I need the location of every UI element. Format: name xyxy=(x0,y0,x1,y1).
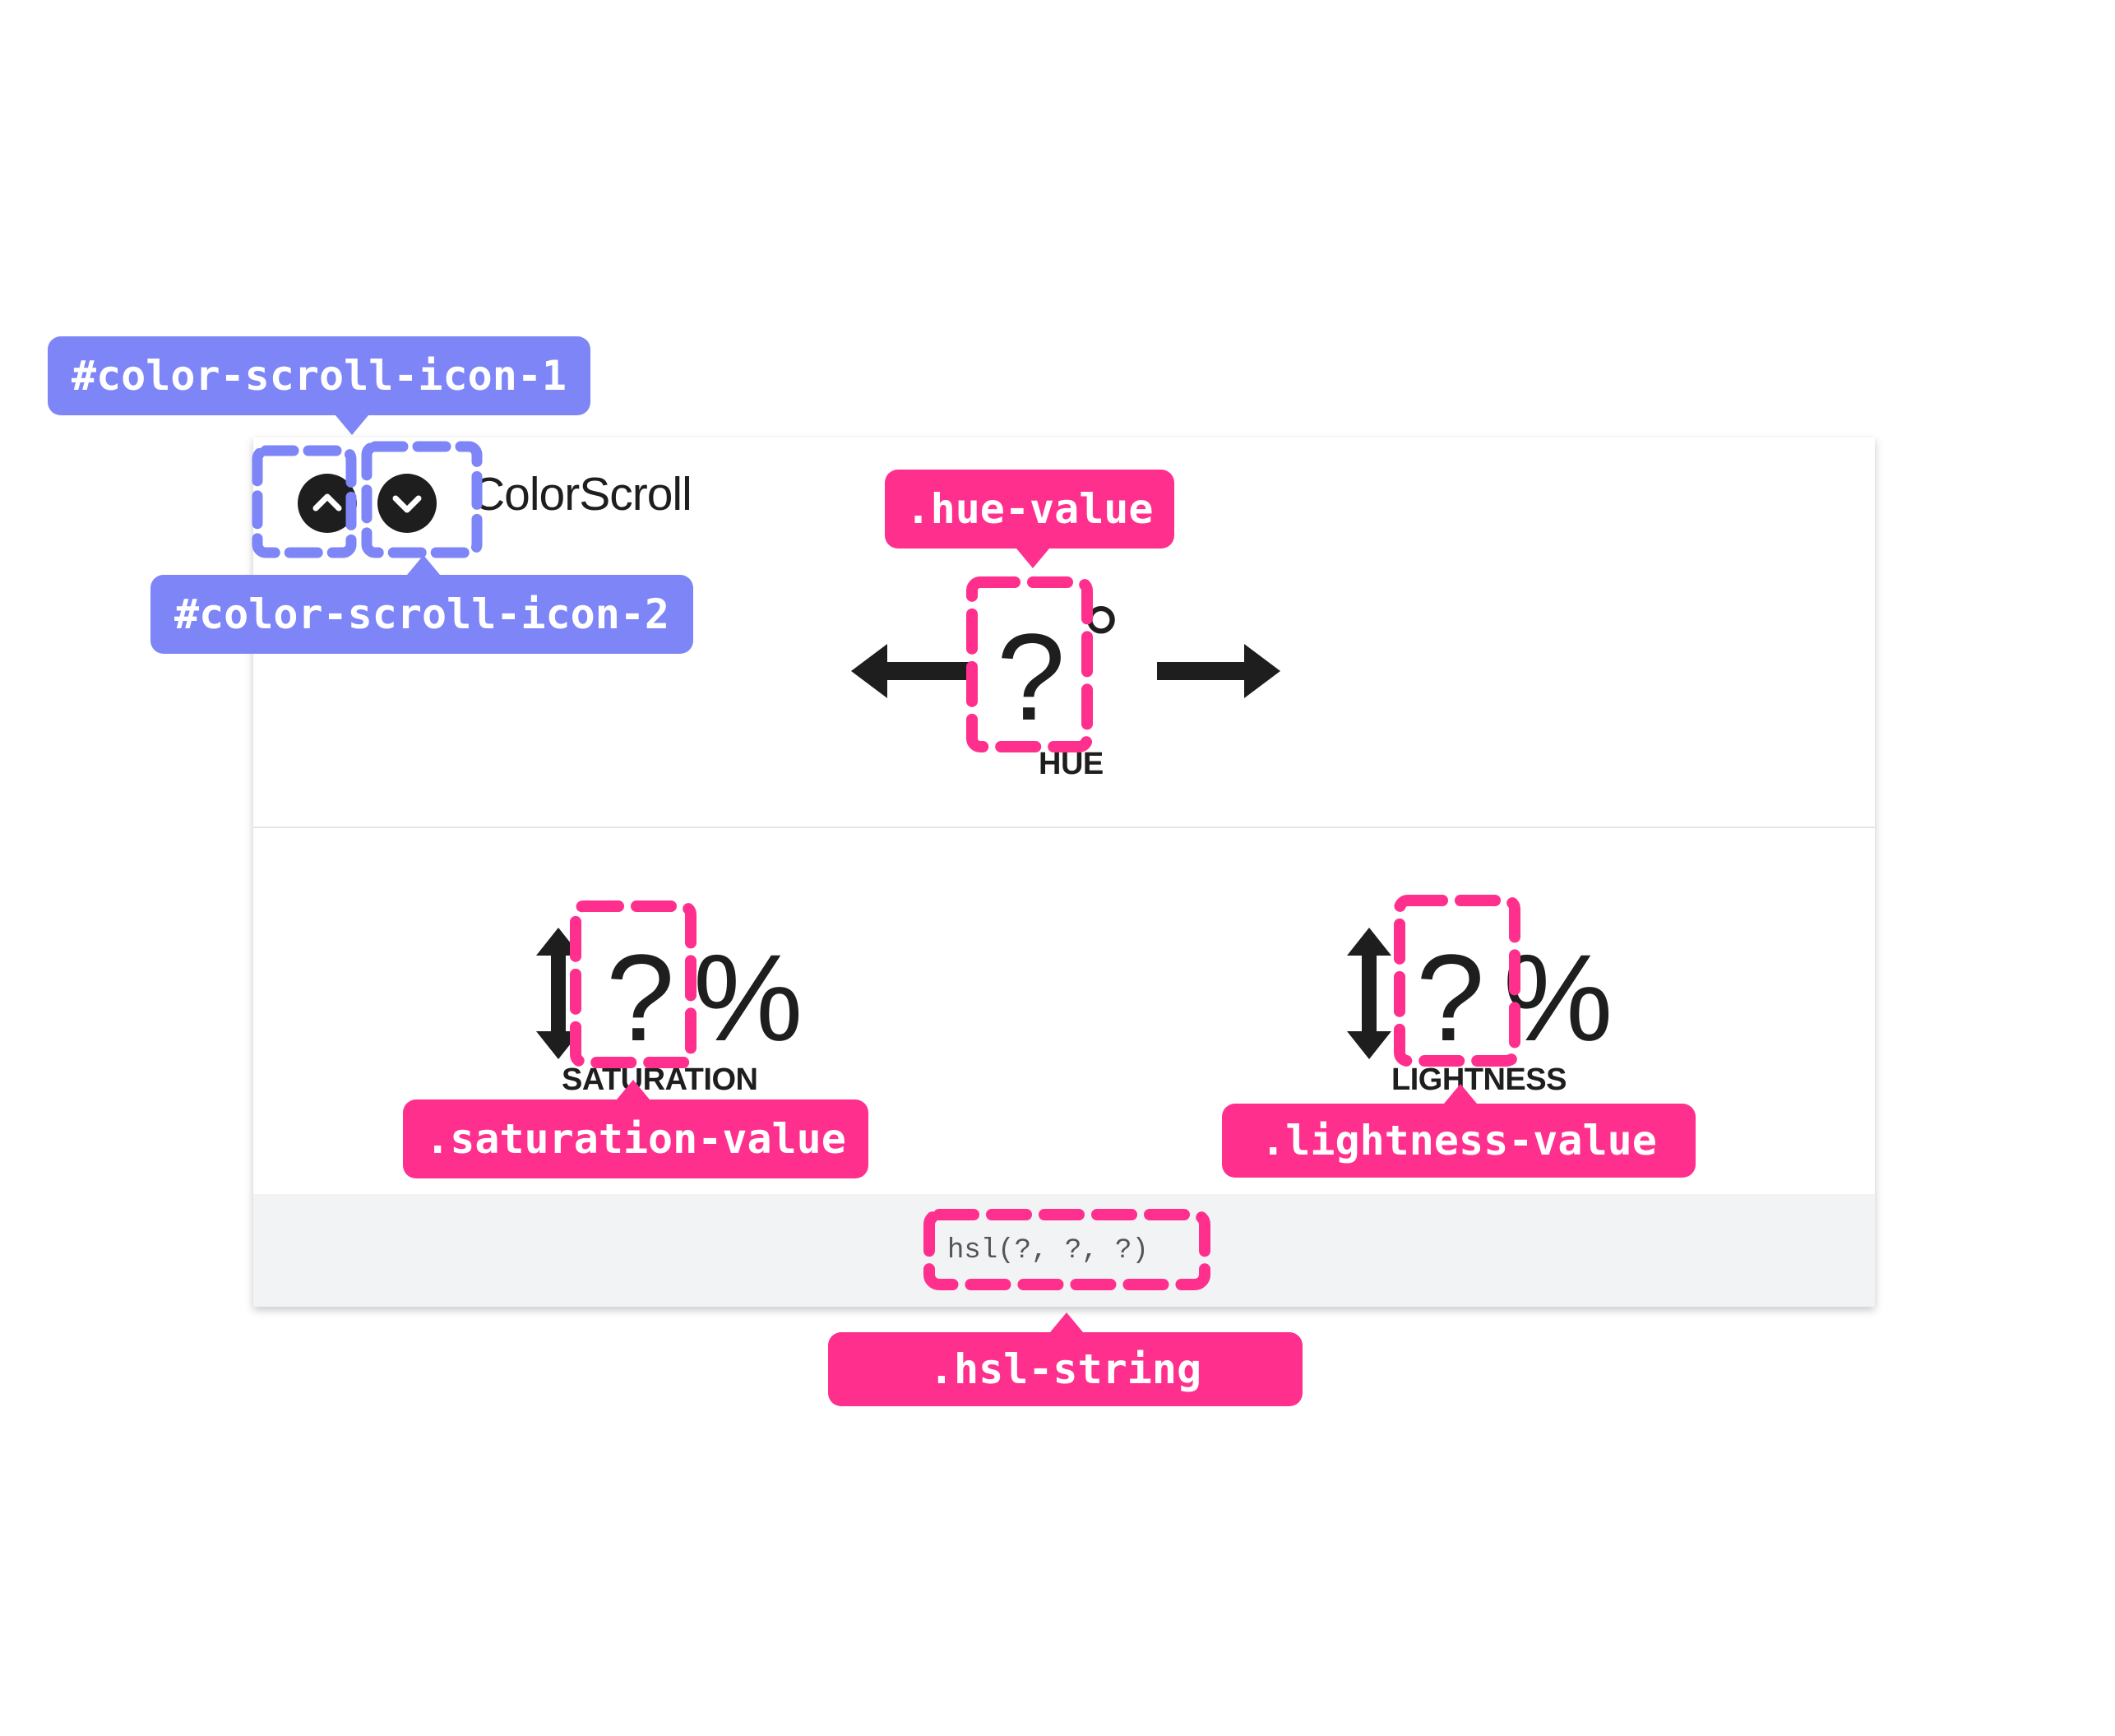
icon2-highlight xyxy=(361,441,483,558)
saturation-unit: % xyxy=(693,928,803,1067)
saturation-value-highlight xyxy=(570,900,697,1068)
annotation-icon-2-text: #color-scroll-icon-2 xyxy=(174,590,670,638)
annotation-icon-2: #color-scroll-icon-2 xyxy=(150,555,693,654)
annotation-hue-value-text: .hue-value xyxy=(905,485,1154,533)
hue-value: ? xyxy=(997,608,1066,746)
icon1-highlight xyxy=(252,445,357,558)
lightness-value: ? xyxy=(1416,928,1485,1067)
arrow-up-down-icon[interactable] xyxy=(536,928,581,1059)
chevron-down-icon[interactable] xyxy=(377,474,437,533)
annotation-hsl-string-text: .hsl-string xyxy=(928,1345,1202,1393)
annotation-lightness-value-text: .lightness-value xyxy=(1261,1117,1657,1164)
annotation-icon-1: #color-scroll-icon-1 xyxy=(48,336,590,435)
arrow-left-icon[interactable] xyxy=(851,644,974,698)
hue-value-highlight xyxy=(966,576,1093,752)
logo-text: ColorScroll xyxy=(471,468,692,521)
section-divider xyxy=(253,826,1875,828)
arrow-right-icon[interactable] xyxy=(1157,644,1280,698)
annotation-icon-1-text: #color-scroll-icon-1 xyxy=(71,352,567,400)
hsl-string-highlight xyxy=(923,1209,1210,1290)
lightness-label: LIGHTNESS xyxy=(1391,1062,1567,1097)
lightness-value-highlight xyxy=(1394,895,1520,1067)
annotation-saturation-value: .saturation-value xyxy=(403,1080,868,1178)
saturation-value: ? xyxy=(606,928,675,1067)
lightness-unit: % xyxy=(1503,928,1613,1067)
annotation-saturation-value-text: .saturation-value xyxy=(425,1115,846,1163)
annotation-lightness-value: .lightness-value xyxy=(1222,1084,1696,1178)
annotation-hsl-string: .hsl-string xyxy=(828,1312,1303,1406)
hsl-string: hsl(?, ?, ?) xyxy=(947,1235,1149,1266)
annotation-hue-value: .hue-value xyxy=(885,470,1174,568)
arrow-up-down-icon[interactable] xyxy=(1347,928,1391,1059)
